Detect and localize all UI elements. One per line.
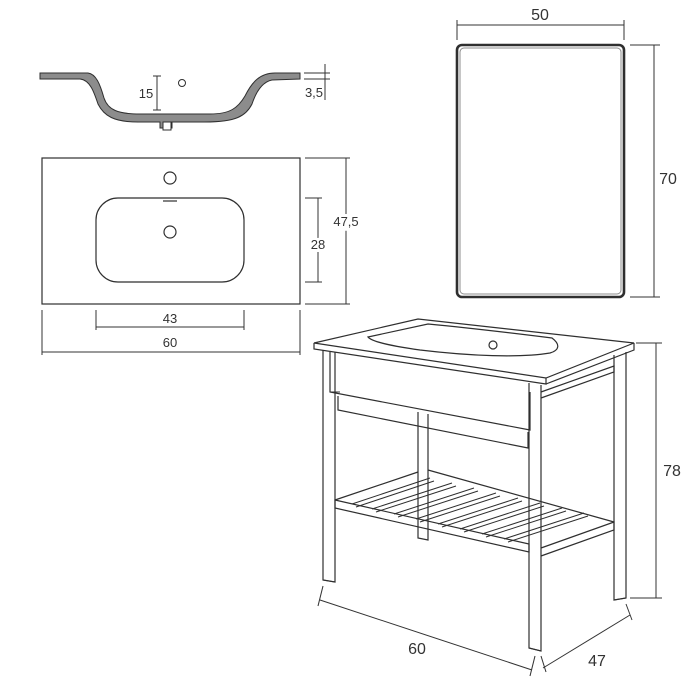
sink-outline [41, 157, 301, 305]
leg-front-right-foot [528, 647, 542, 652]
shelf-slat-2 [371, 482, 457, 513]
mirror-height-label: 70 [659, 171, 677, 188]
shelf-slat-6 [459, 502, 545, 533]
shelf-slat-5 [437, 497, 523, 528]
countertop-side-edge [545, 343, 635, 385]
mirror-frame-inner [459, 47, 622, 295]
bowl-width-label: 43 [163, 311, 177, 326]
mirror-width-label: 50 [531, 7, 549, 24]
stand-depth-dim-line [542, 614, 631, 669]
shelf-front-bar [334, 499, 530, 553]
overflow-hole [178, 79, 186, 87]
apron-front [329, 352, 531, 431]
leg-back-right [613, 352, 627, 601]
tap-hole-3d [488, 340, 498, 350]
mirror: 50 70 [455, 7, 677, 299]
mirror-frame-outer [455, 43, 626, 299]
shelf-slat-8 [503, 512, 589, 543]
drain-hole [163, 225, 177, 239]
bowl-depth-label: 28 [311, 237, 325, 252]
stand-width-label: 60 [408, 641, 426, 658]
tap-hole [163, 171, 177, 185]
basin-opening [366, 323, 559, 357]
sink-depth-overall-label: 47,5 [333, 214, 358, 229]
stand-depth-ext-right [625, 603, 633, 621]
shelf-slat-3 [393, 487, 479, 518]
drain-outlet [162, 121, 172, 131]
vanity-stand: 78 60 47 [313, 318, 681, 677]
side-rail-right [540, 365, 615, 399]
leg-back-left [417, 412, 429, 541]
sink-top-view: 47,5 28 43 60 [41, 157, 362, 355]
countertop-front-edge [313, 343, 547, 385]
sink-width-label: 60 [163, 335, 177, 350]
shelf-side-bar [540, 521, 615, 557]
leg-back-right-foot [613, 597, 627, 601]
apron-lower [337, 396, 529, 449]
shelf-slat-7 [481, 507, 567, 538]
stand-width-ext-right [529, 655, 536, 677]
leg-front-left-foot [322, 579, 336, 583]
sink-depth-label: 15 [139, 86, 153, 101]
stand-depth-ext-left [540, 655, 547, 673]
stand-width-dim-line [319, 599, 533, 671]
sink-section-profile [39, 72, 301, 129]
shelf-slat-4 [415, 492, 501, 523]
leg-front-left [322, 350, 336, 583]
rim-thickness-label: 3,5 [305, 85, 323, 100]
bowl-outline [95, 197, 245, 283]
stand-depth-label: 47 [588, 653, 606, 670]
stand-width-ext-left [317, 585, 324, 607]
sink-cross-section: 15 3,5 [39, 64, 330, 131]
shelf-slat-1 [351, 477, 435, 508]
stand-height-label: 78 [663, 463, 681, 480]
